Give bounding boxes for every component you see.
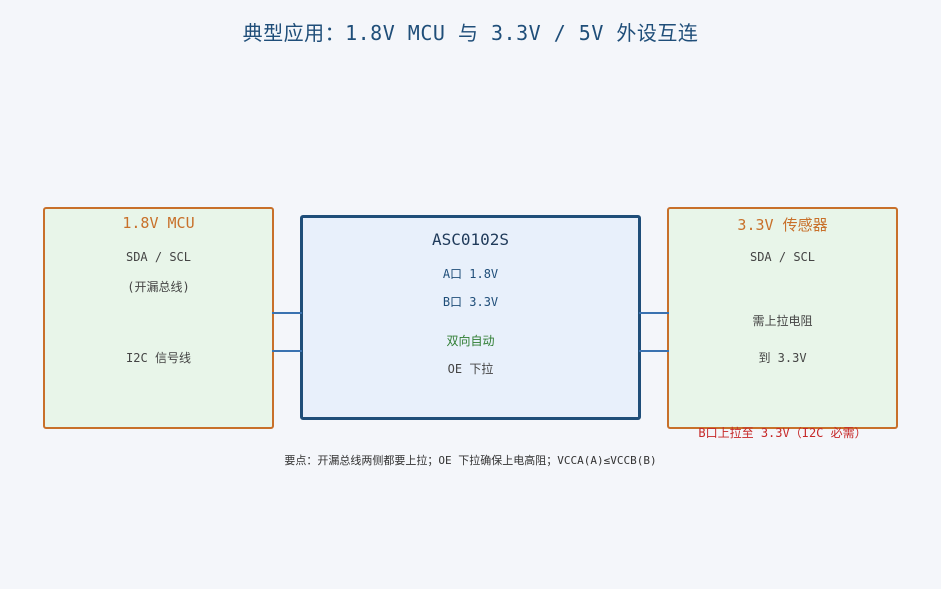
mcu-pins-label: SDA / SCL	[125, 250, 192, 264]
sensor-title: 3.3V 传感器	[737, 216, 828, 234]
wire-mcu-chip-scl	[272, 350, 302, 352]
mcu-bus-type-label: (开漏总线)	[127, 280, 190, 294]
key-points-note: 要点：开漏总线两侧都要上拉；OE 下拉确保上电高阻；VCCA(A)≤VCCB(B…	[284, 454, 657, 467]
wire-mcu-chip-sda	[272, 312, 302, 314]
chip-port-a-label: A口 1.8V	[442, 267, 499, 281]
chip-port-b-label: B口 3.3V	[442, 295, 499, 309]
chip-oe-label: OE 下拉	[447, 362, 494, 376]
mcu-title: 1.8V MCU	[122, 214, 195, 232]
sensor-block: 3.3V 传感器 SDA / SCL 需上拉电阻 到 3.3V	[667, 207, 898, 429]
pullup-warning: B口上拉至 3.3V（I2C 必需）	[698, 426, 867, 440]
sensor-pullup-voltage-label: 到 3.3V	[758, 351, 807, 365]
chip-title: ASC0102S	[431, 230, 510, 249]
diagram-title: 典型应用：1.8V MCU 与 3.3V / 5V 外设互连	[242, 21, 699, 45]
chip-mode-label: 双向自动	[446, 334, 495, 348]
level-shifter-chip: ASC0102S A口 1.8V B口 3.3V 双向自动 OE 下拉	[300, 215, 641, 420]
sensor-pullup-label: 需上拉电阻	[752, 314, 813, 328]
wire-chip-sensor-scl	[639, 350, 669, 352]
wire-chip-sensor-sda	[639, 312, 669, 314]
mcu-block: 1.8V MCU SDA / SCL (开漏总线) I2C 信号线	[43, 207, 274, 429]
sensor-pins-label: SDA / SCL	[749, 250, 816, 264]
mcu-signal-label: I2C 信号线	[126, 351, 191, 365]
